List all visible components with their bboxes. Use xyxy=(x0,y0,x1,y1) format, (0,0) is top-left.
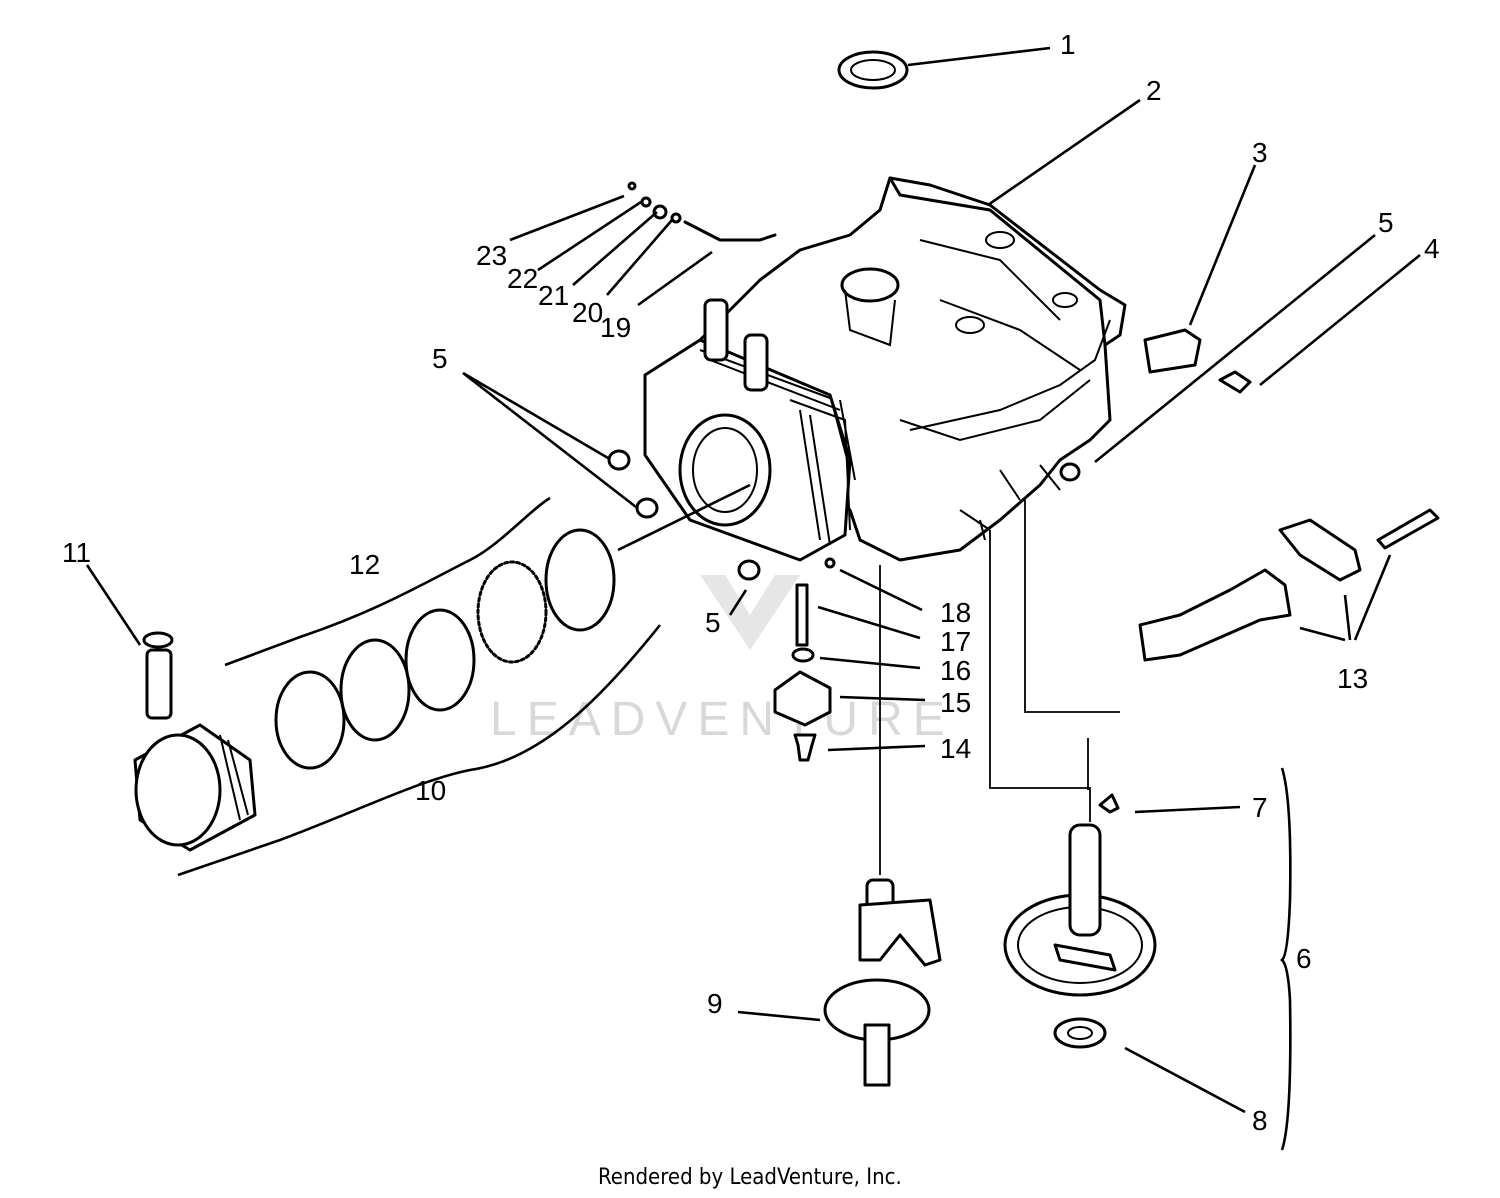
callout-2: 2 xyxy=(1146,75,1162,106)
seal-part-1 xyxy=(837,50,909,90)
callout-6: 6 xyxy=(1296,943,1312,974)
camshaft-part-6 xyxy=(1003,823,1157,997)
assembly-guides xyxy=(879,500,1120,875)
footer-credit: Rendered by LeadVenture, Inc. xyxy=(598,1165,902,1190)
ball-part-18 xyxy=(824,557,836,569)
callout-14: 14 xyxy=(940,733,971,764)
pin-part-7 xyxy=(1098,793,1120,814)
washer-part-16 xyxy=(791,647,815,663)
callout-16: 16 xyxy=(940,655,971,686)
wrist-pin xyxy=(145,648,173,720)
callout-5-bottom: 5 xyxy=(705,607,721,638)
dowel-part-5b xyxy=(607,449,631,471)
callout-labels: 1 2 3 4 5 5 5 6 7 8 9 10 11 12 13 14 15 … xyxy=(62,29,1440,1136)
dowel-part-5d xyxy=(737,559,761,581)
callout-7: 7 xyxy=(1252,792,1268,823)
bolt-part-14 xyxy=(793,733,817,762)
callout-11: 11 xyxy=(62,537,91,568)
engine-block xyxy=(643,176,1127,562)
callout-4: 4 xyxy=(1424,233,1440,264)
grommet-part-21 xyxy=(652,204,668,220)
watermark-text: LEADVENTURE xyxy=(490,693,955,746)
circlip-part-11 xyxy=(142,631,174,649)
governor-gear-part-15 xyxy=(773,670,832,727)
callout-23: 23 xyxy=(476,240,507,271)
dowel-part-5a xyxy=(1059,462,1081,482)
crankshaft-part-9 xyxy=(823,878,942,1087)
watermark: LEADVENTURE xyxy=(490,575,955,746)
callout-5-left: 5 xyxy=(432,343,448,374)
washer-part-22 xyxy=(640,196,652,208)
connecting-rod-part-13 xyxy=(1138,508,1440,662)
callout-18: 18 xyxy=(940,597,971,628)
callout-17: 17 xyxy=(940,626,971,657)
bracket-part-3 xyxy=(1143,328,1202,374)
callout-1: 1 xyxy=(1060,29,1076,60)
callout-20: 20 xyxy=(572,297,603,328)
piston-rings-part-12 xyxy=(274,528,616,770)
shaft-part-17 xyxy=(795,583,809,647)
leader-lines xyxy=(85,46,1421,1151)
callout-10: 10 xyxy=(415,775,446,806)
callout-15: 15 xyxy=(940,687,971,718)
callout-22: 22 xyxy=(507,263,538,294)
pin-part-23 xyxy=(627,181,637,191)
washer-part-20 xyxy=(670,212,682,224)
callout-12: 12 xyxy=(349,549,380,580)
callout-3: 3 xyxy=(1252,137,1268,168)
tube-part-19 xyxy=(683,220,777,242)
callout-19: 19 xyxy=(600,312,631,343)
callout-8: 8 xyxy=(1252,1105,1268,1136)
washer-part-8 xyxy=(1053,1017,1107,1049)
callout-21: 21 xyxy=(538,280,569,311)
callout-9: 9 xyxy=(707,988,723,1019)
callout-5-right: 5 xyxy=(1378,207,1394,238)
callout-13: 13 xyxy=(1337,663,1368,694)
watermark-logo-icon xyxy=(700,575,800,650)
bolt-part-4 xyxy=(1218,370,1252,394)
dowel-part-5c xyxy=(635,497,659,519)
